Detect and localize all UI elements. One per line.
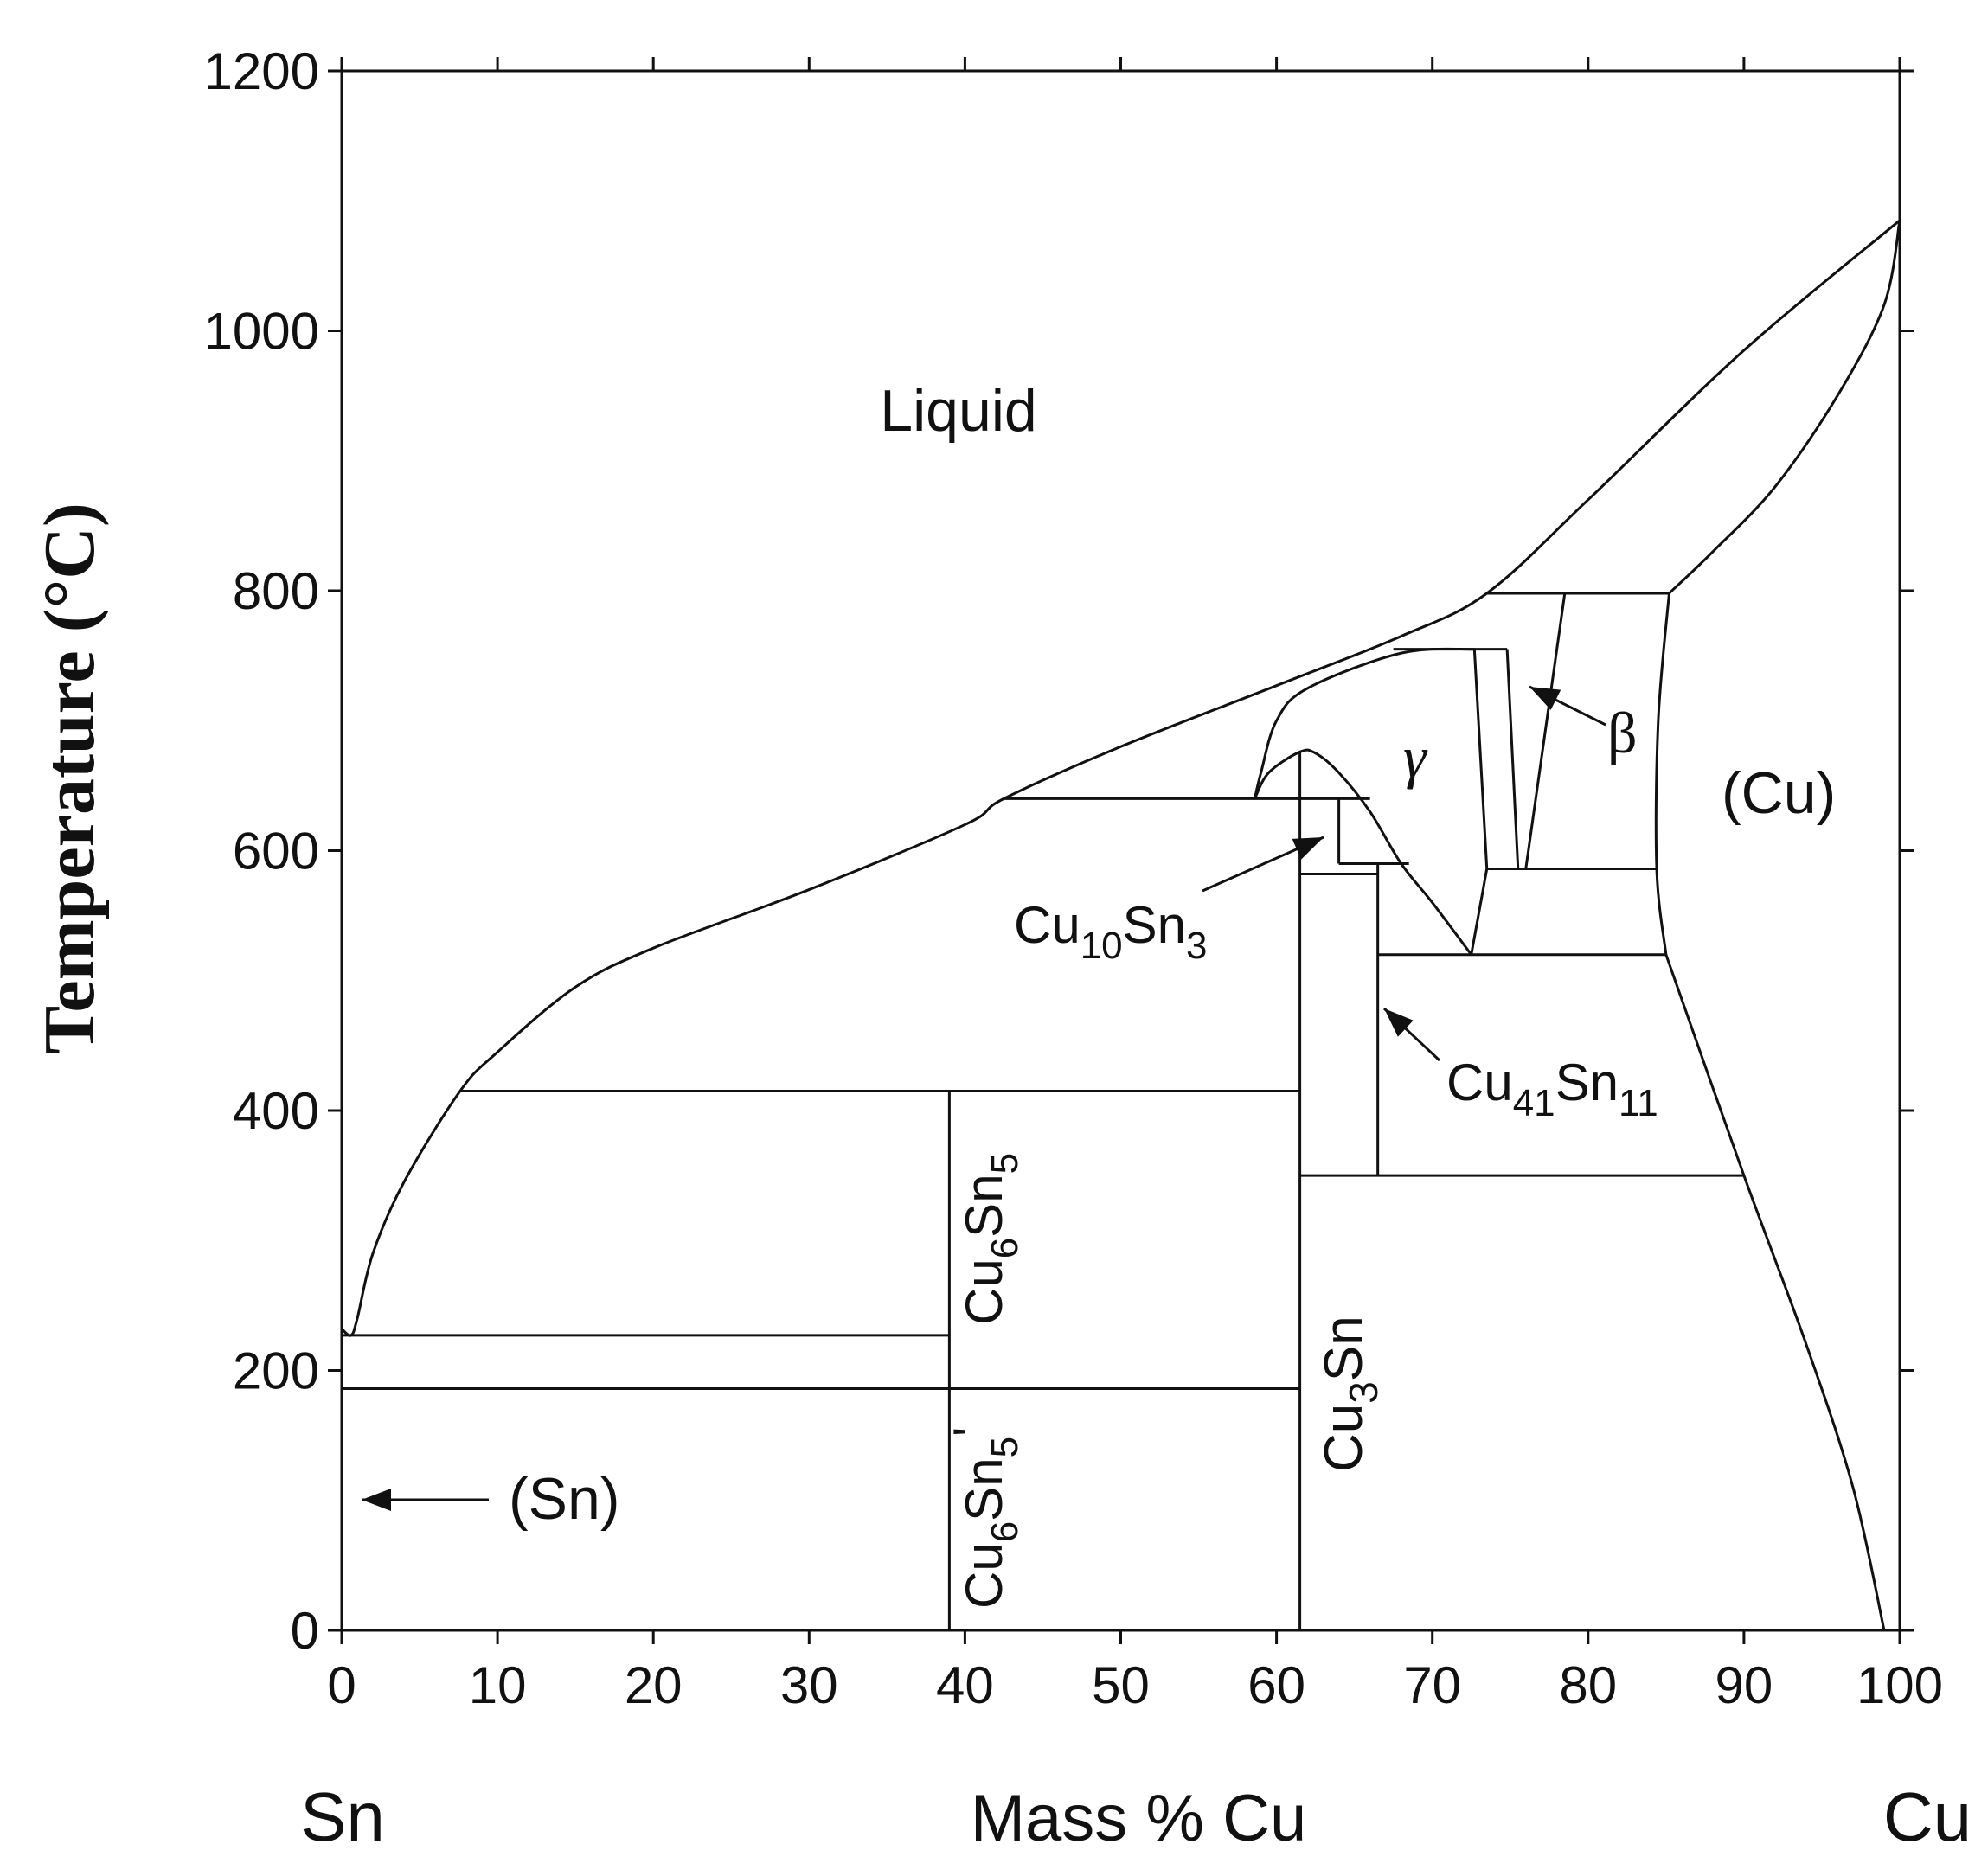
boundary-beta-left [1524,592,1567,869]
phase-label-cu3sn: Cu3Sn [1314,1316,1386,1472]
boundary-cu10sn3-dome [1254,748,1472,956]
boundary-cu-solvus-upper [1654,592,1670,955]
phase-label-sn: (Sn) [509,1466,619,1532]
boundary-gamma-beta-left [1472,649,1489,869]
plot-frame [340,69,1901,1632]
y-tick-label: 400 [233,1082,319,1140]
phase-label-gamma: γ [1403,724,1428,790]
x-tick-label: 60 [1247,1656,1305,1714]
arrow-cu10sn3-head [1292,837,1324,860]
phase-label-beta: β [1607,700,1638,765]
phase-label-liquid: Liquid [880,378,1037,444]
x-tick-label: 80 [1559,1656,1617,1714]
boundary-cu-solvus-lower [1664,954,1886,1631]
x-tick-label: 40 [936,1656,994,1714]
y-tick-label: 200 [233,1342,319,1400]
boundary-liquidus-main [341,219,1901,1337]
y-tick-label: 1000 [204,303,319,361]
boundary-gamma-eutectoid-left [1470,868,1489,955]
annotation-arrows [362,685,1606,1511]
x-axis-label: Mass % Cu [971,1782,1307,1855]
boundary-gamma-left [1253,647,1475,799]
x-tick-label: 70 [1403,1656,1461,1714]
y-axis-label: Temperature (°C) [29,503,110,1054]
boundary-gamma-beta-right [1505,649,1520,869]
y-tick-label: 0 [291,1602,319,1660]
phase-boundaries [341,219,1901,1631]
boundary-solidus-cu [1668,220,1901,595]
x-tick-label: 100 [1856,1656,1943,1714]
x-end-label-cu: Cu [1883,1778,1972,1855]
phase-label-cu: (Cu) [1722,760,1836,826]
y-tick-label: 1200 [204,42,319,100]
plot-border [340,69,1901,1632]
x-tick-label: 90 [1715,1656,1773,1714]
phase-label-cu10sn3: Cu10Sn3 [1014,896,1208,967]
arrow-beta-head [1529,687,1561,710]
arrow-sn-head [362,1489,391,1511]
x-tick-label: 30 [780,1656,838,1714]
x-tick-label: 50 [1092,1656,1150,1714]
x-tick-label: 0 [327,1656,356,1714]
x-tick-label: 20 [625,1656,683,1714]
y-tick-label: 600 [233,823,319,880]
phase-label-cu41sn11: Cu41Sn11 [1446,1053,1658,1124]
arrow-cu41sn11-head [1384,1008,1414,1037]
phase-label-cu6sn5-prime: Cu6Sn5' [943,1426,1026,1609]
phase-label-cu6sn5: Cu6Sn5 [955,1153,1026,1325]
x-end-label-sn: Sn [300,1778,385,1855]
y-tick-label: 800 [233,562,319,620]
x-tick-label: 10 [469,1656,527,1714]
